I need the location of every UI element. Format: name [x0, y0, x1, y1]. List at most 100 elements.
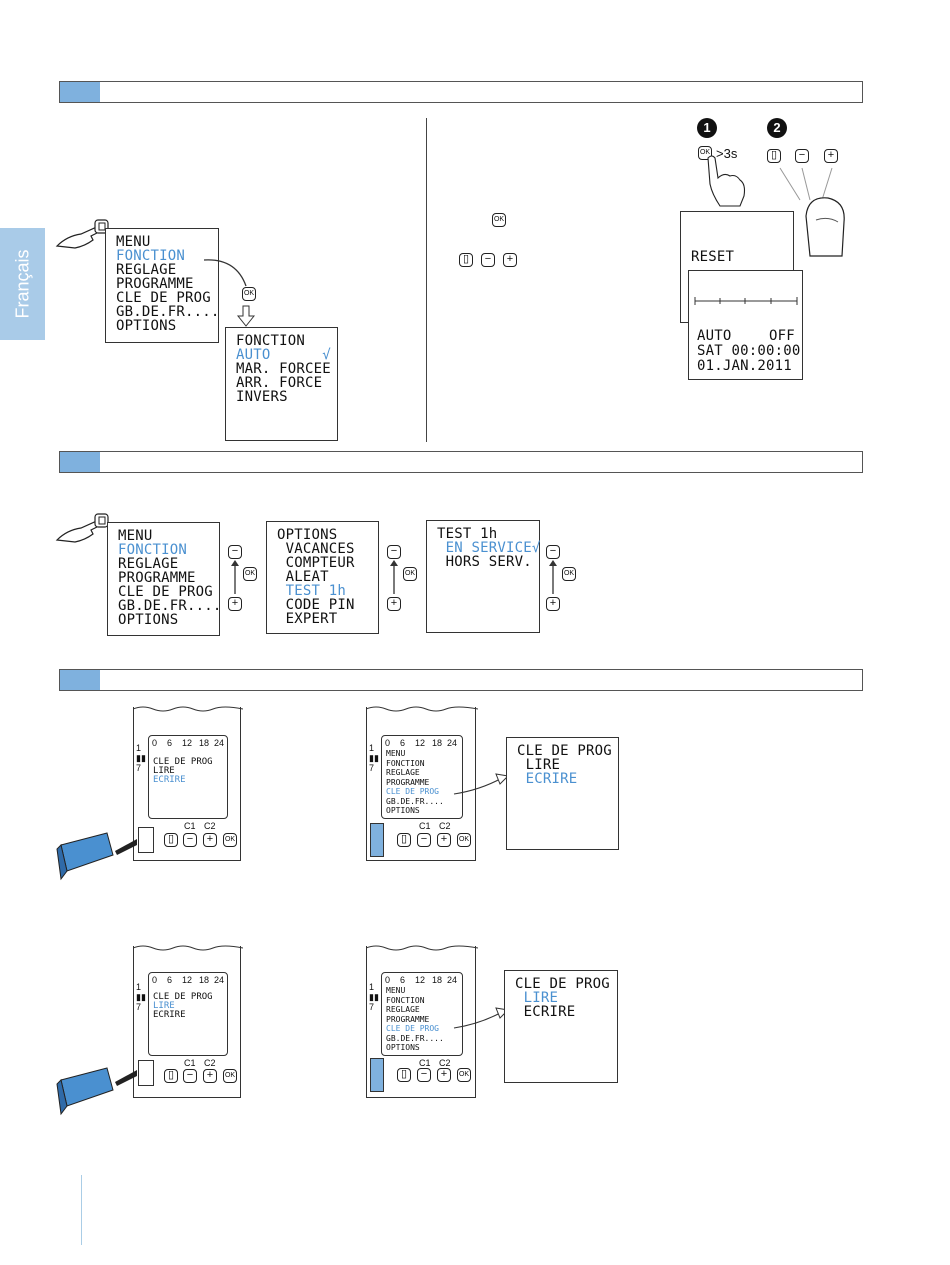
screen-line: OPTIONS [386, 1043, 420, 1052]
screen-line: CLE DE PROG [153, 757, 213, 767]
ok-button[interactable]: OK [457, 833, 471, 847]
ok-button[interactable]: OK [457, 1068, 471, 1082]
screen-line: GB.DE.FR.... [386, 796, 444, 806]
timeline-ruler [694, 297, 798, 305]
fonction-line: ARR. FORCE [236, 375, 323, 391]
timeline-label: 0 [385, 738, 391, 748]
hand-press-icon [55, 219, 109, 249]
ok-hold-button[interactable]: OK [698, 146, 712, 160]
timeline-label: 6 [167, 738, 173, 748]
reset-text: RESET [691, 249, 735, 265]
screen-line: ECRIRE [153, 1010, 186, 1020]
plus-button[interactable]: + [203, 1069, 217, 1083]
screen-line: MENU [386, 986, 406, 995]
ok-button-inline[interactable]: OK [492, 213, 506, 227]
minus-button[interactable]: − [795, 149, 809, 163]
minus-button-inline[interactable]: − [481, 253, 495, 267]
menu-screen-s1: MENU FONCTION REGLAGE PROGRAMME CLE DE P… [105, 228, 219, 343]
device-write-menu: 1 ▮▮ 7 0 6 12 18 24 MENU FONCTION REGLAG… [366, 706, 478, 861]
ok-button[interactable]: OK [242, 287, 256, 301]
key-slot[interactable] [138, 1060, 154, 1086]
device-read-key: 1 ▮▮ 7 0 6 12 18 24 CLE DE PROG LIRE ECR… [133, 945, 243, 1098]
menu-line: MENU [116, 234, 151, 250]
device-side-marking: 1 ▮▮ 7 [369, 743, 379, 773]
language-tab[interactable]: Français [0, 228, 45, 340]
minus-button[interactable]: − [387, 545, 401, 559]
timeline-label: 6 [400, 738, 406, 748]
ok-button[interactable]: OK [223, 1069, 237, 1083]
test-line-selected: EN SERVICE√ [437, 540, 541, 556]
minus-button[interactable]: − [183, 1069, 197, 1083]
menu-button-inline[interactable]: ▯ [459, 253, 473, 267]
plus-button[interactable]: + [437, 1068, 451, 1082]
ok-button[interactable]: OK [562, 567, 576, 581]
up-down-arrow-icon [549, 560, 557, 594]
minus-button[interactable]: − [417, 1068, 431, 1082]
zoom-line: ECRIRE [515, 1004, 576, 1020]
read-zoom-screen: CLE DE PROG LIRE ECRIRE [504, 970, 618, 1083]
menu-line: REGLAGE [116, 262, 177, 278]
c2-label: C2 [204, 1058, 216, 1068]
menu-button[interactable]: ▯ [397, 833, 411, 847]
fonction-screen: FONCTION AUTO √ MAR. FORCEE ARR. FORCE I… [225, 327, 338, 441]
plus-button[interactable]: + [387, 597, 401, 611]
menu-button[interactable]: ▯ [164, 833, 178, 847]
options-line: OPTIONS [277, 527, 338, 543]
c2-label: C2 [204, 821, 216, 831]
step-1-badge: 1 [697, 118, 717, 138]
minus-button[interactable]: − [417, 833, 431, 847]
screen-line: FONCTION [386, 758, 425, 768]
plus-button[interactable]: + [437, 833, 451, 847]
status-state: OFF [769, 328, 795, 344]
status-mode: AUTO [697, 328, 732, 344]
screen-line: LIRE [153, 766, 175, 776]
menu-line-selected: FONCTION [116, 248, 186, 264]
options-line: EXPERT [277, 611, 338, 627]
zoom-line-selected: LIRE [515, 990, 559, 1006]
timeline-label: 24 [214, 738, 225, 748]
prog-key-icon [56, 1067, 137, 1116]
timeline-label: 12 [415, 975, 426, 985]
menu-button[interactable]: ▯ [164, 1069, 178, 1083]
timeline-label: 0 [152, 738, 165, 748]
finger-press-icon [707, 155, 746, 207]
plus-button[interactable]: + [824, 149, 838, 163]
minus-button[interactable]: − [228, 545, 242, 559]
ok-button[interactable]: OK [243, 567, 257, 581]
options-line: CODE PIN [277, 597, 355, 613]
plus-button[interactable]: + [203, 833, 217, 847]
fonction-line: INVERS [236, 389, 288, 405]
minus-button[interactable]: − [546, 545, 560, 559]
minus-button[interactable]: − [183, 833, 197, 847]
screen-line: GB.DE.FR.... [386, 1033, 444, 1043]
device-side-marking: 1 ▮▮ 7 [369, 982, 379, 1012]
section-tab-1 [60, 82, 100, 102]
key-slot[interactable] [138, 827, 154, 853]
hand-press-icon [55, 513, 109, 543]
section-header-bar-3 [59, 669, 863, 691]
plus-button[interactable]: + [546, 597, 560, 611]
screen-line: PROGRAMME [386, 777, 430, 787]
plus-button[interactable]: + [228, 597, 242, 611]
menu-button[interactable]: ▯ [767, 149, 781, 163]
zoom-line: LIRE [517, 757, 561, 773]
test-line: TEST 1h [437, 526, 498, 542]
timeline-label: 0 [152, 975, 158, 985]
timeline-label: 18 [432, 975, 443, 985]
ok-button[interactable]: OK [223, 833, 237, 847]
timeline-label: 12 [182, 975, 193, 985]
test-line: HORS SERV. [437, 554, 532, 570]
menu-button[interactable]: ▯ [397, 1068, 411, 1082]
menu-line-selected: FONCTION [118, 542, 188, 558]
ok-button[interactable]: OK [403, 567, 417, 581]
up-down-arrow-icon [231, 560, 239, 594]
options-screen: OPTIONS VACANCES COMPTEUR ALEAT TEST 1h … [266, 521, 379, 634]
menu-screen-s2: MENU FONCTION REGLAGE PROGRAMME CLE DE P… [107, 522, 221, 636]
step-2-badge: 2 [767, 118, 787, 138]
device-write-key: 1 ▮▮ 7 0 6 12 18 24 CLE DE PROG LIRE ECR… [133, 706, 243, 861]
fonction-line: FONCTION [236, 333, 306, 349]
screen-line: OPTIONS [386, 806, 420, 815]
plus-button-inline[interactable]: + [503, 253, 517, 267]
menu-line: PROGRAMME [118, 570, 196, 586]
column-divider [426, 118, 427, 442]
